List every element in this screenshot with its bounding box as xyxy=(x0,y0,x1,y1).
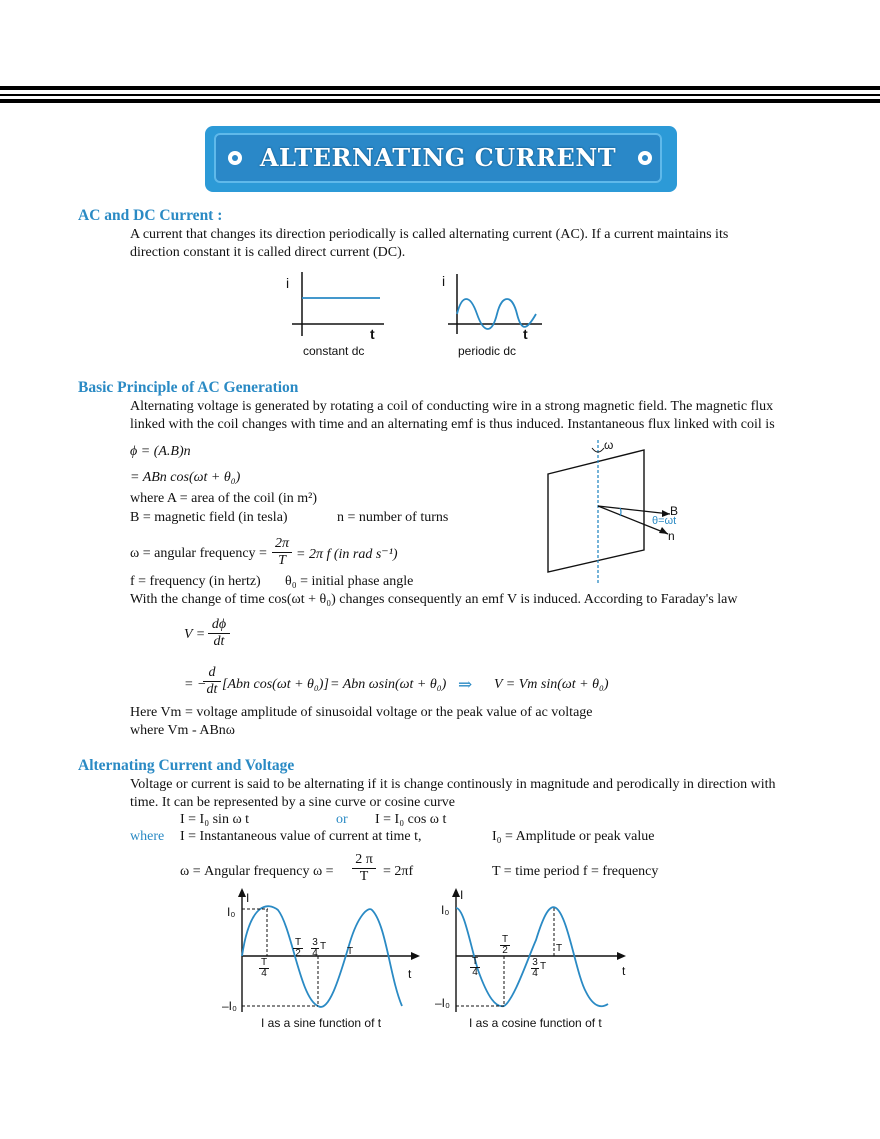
fraction-numerator: T xyxy=(260,957,268,968)
cosine-equation: I = I₀ cos ω t xyxy=(375,812,447,827)
fraction-numerator: 2 π xyxy=(355,852,373,867)
diagram-n-label: n xyxy=(668,529,675,543)
angular-frequency-def: ω = Angular frequency ω = xyxy=(180,864,334,879)
title-banner xyxy=(214,133,662,183)
cosine-graph-i0-label: I₀ xyxy=(441,903,450,917)
emf-bracket: [Abn cos(ωt + θ₀)] xyxy=(222,677,329,692)
section-heading-ac-generation: Basic Principle of AC Generation xyxy=(78,379,299,396)
instantaneous-definition: I = Instantaneous value of current at ti… xyxy=(180,829,422,844)
dc-graph-caption: constant dc xyxy=(303,344,365,358)
sine-graph-i-label: I xyxy=(246,891,250,905)
sine-graph-period-label: T xyxy=(347,946,354,957)
d-dt-fraction: d dt xyxy=(203,665,221,698)
amplitude-definition: I₀ = Amplitude or peak value xyxy=(492,829,655,844)
ac-dc-paragraph: A current that changes its direction per… xyxy=(130,227,729,260)
phase-definition: θ₀ = initial phase angle xyxy=(285,574,414,589)
angular-frequency-label: ω = angular frequency = xyxy=(130,546,267,561)
fraction-numerator: 2π xyxy=(274,536,289,551)
field-definition: B = magnetic field (in tesla) xyxy=(130,510,288,525)
area-definition: where A = area of the coil (in m²) xyxy=(130,491,318,506)
two-pi-f: = 2πf xyxy=(383,864,414,879)
header-rule-3 xyxy=(0,99,880,103)
sine-graph-i0-label: I₀ xyxy=(227,905,236,919)
sine-graph-t-label: t xyxy=(408,967,412,981)
vm-formula: where Vm - ABnω xyxy=(130,723,235,738)
faraday-sentence: With the change of time cos(ωt + θ₀) cha… xyxy=(130,592,738,607)
sine-graph xyxy=(238,888,420,1012)
cosine-graph-neg-i0-label: –I₀ xyxy=(435,996,450,1010)
two-pi-over-t-fraction: 2 π T xyxy=(352,852,376,885)
where-label: where xyxy=(130,829,165,844)
cosine-graph xyxy=(452,888,626,1012)
fraction-numerator: T xyxy=(294,937,302,948)
period-frequency-def: T = time period f = frequency xyxy=(492,864,659,879)
dphi-dt-fraction: dϕ dt xyxy=(208,617,230,650)
sine-graph-caption: I as a sine function of t xyxy=(261,1016,382,1030)
or-label: or xyxy=(336,812,348,827)
emf-minus: = − xyxy=(184,677,207,692)
fraction-denominator: 4 xyxy=(470,967,480,978)
fraction-denominator: T xyxy=(272,552,292,569)
ac-generation-paragraph: Alternating voltage is generated by rota… xyxy=(130,399,775,432)
sine-graph-neg-i0-label: –I₀ xyxy=(222,999,237,1013)
alternating-paragraph: Voltage or current is said to be alterna… xyxy=(130,777,776,810)
sine-equation: I = I₀ sin ω t xyxy=(180,812,250,827)
fraction-numerator: 3 xyxy=(312,937,318,948)
fraction-denominator: 2 xyxy=(500,945,510,956)
v-equation-lhs: V = xyxy=(184,627,206,642)
coil-in-field-diagram xyxy=(547,440,671,584)
cosine-graph-t-label: t xyxy=(622,964,626,978)
fraction-numerator: T xyxy=(501,934,509,945)
cosine-graph-period-label: T xyxy=(556,943,563,954)
angular-frequency-fraction: 2π T xyxy=(272,536,292,569)
vm-definition: Here Vm = voltage amplitude of sinusoida… xyxy=(130,705,593,720)
implies-arrow-icon: ⇒ xyxy=(458,675,473,694)
flux-cos-equation: = ABn cos(ωt + θ₀) xyxy=(130,470,241,485)
fraction-denominator: 2 xyxy=(293,948,303,959)
periodic-graph-y-label: i xyxy=(442,273,446,289)
periodic-dc-graph xyxy=(448,274,542,334)
cosine-graph-3t4-t: T xyxy=(540,961,547,972)
diagram-omega-label: ω xyxy=(604,438,614,452)
periodic-graph-caption: periodic dc xyxy=(458,344,517,358)
cosine-graph-caption: I as a cosine function of t xyxy=(469,1016,602,1030)
cosine-graph-i-label: I xyxy=(460,888,464,902)
fraction-denominator: dt xyxy=(203,681,221,698)
sine-graph-3t4-t: T xyxy=(320,941,327,952)
fraction-denominator: 4 xyxy=(311,948,319,959)
flux-equation: ϕ = (A.B)n xyxy=(130,444,191,459)
dc-graph-x-label: t xyxy=(370,326,375,342)
periodic-graph-x-label: t xyxy=(523,326,528,342)
diagram-theta-label: θ=ωt xyxy=(652,515,677,527)
header-rule-2 xyxy=(0,94,880,96)
bullet-left-icon xyxy=(228,151,242,165)
emf-derivative: = Abn ωsin(ωt + θ₀) xyxy=(330,677,447,692)
angular-frequency-value: = 2π f (in rad s⁻¹) xyxy=(296,547,398,562)
section-heading-ac-dc: AC and DC Current : xyxy=(78,207,223,224)
page-title: ALTERNATING CURRENT xyxy=(259,143,617,172)
fraction-denominator: 4 xyxy=(531,968,539,979)
emf-final: V = Vm sin(ωt + θ₀) xyxy=(494,677,609,692)
fraction-denominator: 4 xyxy=(259,968,269,979)
constant-dc-graph xyxy=(292,272,384,336)
section-heading-alternating-current-voltage: Alternating Current and Voltage xyxy=(78,757,295,774)
dc-graph-y-label: i xyxy=(286,275,290,291)
frequency-definition: f = frequency (in hertz) xyxy=(130,574,261,589)
fraction-denominator: dt xyxy=(208,633,230,650)
diagram-b-label: B xyxy=(670,504,679,518)
bullet-right-icon xyxy=(638,151,652,165)
turns-definition: n = number of turns xyxy=(337,510,449,525)
fraction-numerator: dϕ xyxy=(211,617,227,632)
fraction-denominator: T xyxy=(352,868,376,885)
header-rule-1 xyxy=(0,86,880,90)
fraction-numerator: d xyxy=(208,665,216,680)
fraction-numerator: T xyxy=(471,956,479,967)
fraction-numerator: 3 xyxy=(532,957,538,968)
